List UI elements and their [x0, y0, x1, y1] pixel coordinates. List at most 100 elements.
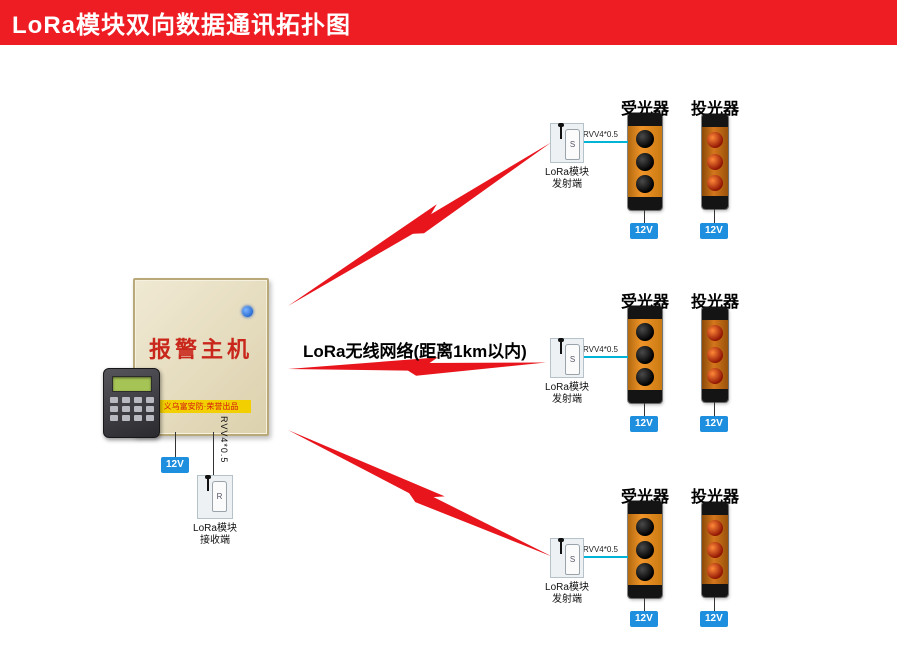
- device-cap: [702, 502, 728, 515]
- projector-device: [702, 307, 728, 402]
- power-badge-projector: 12V: [700, 611, 728, 627]
- bolt-shape: [400, 480, 553, 557]
- power-badge-receiver: 12V: [630, 611, 658, 627]
- lens-icon: [707, 174, 723, 191]
- lens-icon: [636, 562, 654, 581]
- host-power-wire: [175, 432, 176, 457]
- cable-label: RVV4*0.5: [583, 545, 618, 554]
- lens-icon: [707, 562, 723, 579]
- module-caption: LoRa模块 发射端: [537, 167, 597, 191]
- power-indicator-icon: [242, 306, 253, 317]
- module-photo: S: [550, 123, 584, 163]
- sensor-group-top: 受光器 投光器 12V 12V RVV4*0.5: [545, 95, 765, 255]
- network-label: LoRa无线网络(距离1km以内): [303, 342, 527, 361]
- module-caption-line1: LoRa模块: [545, 382, 589, 393]
- lens-icon: [707, 153, 723, 170]
- module-marking: S: [569, 355, 576, 364]
- module-marking: R: [216, 492, 223, 501]
- alarm-host: 报警主机 义乌富安防·荣誉出品: [133, 278, 269, 436]
- signal-cable: [584, 556, 628, 558]
- keypad-screen-icon: [111, 376, 152, 392]
- cable-label: RVV4*0.5: [583, 345, 618, 354]
- device-cap: [628, 585, 662, 598]
- power-badge-receiver: 12V: [630, 416, 658, 432]
- device-body: [628, 514, 662, 585]
- module-photo: R: [197, 475, 233, 519]
- host-module-wire: [213, 432, 214, 475]
- projector-device: [702, 114, 728, 209]
- lens-icon: [707, 346, 723, 363]
- power-wire: [644, 210, 645, 223]
- power-badge-receiver: 12V: [630, 223, 658, 239]
- lens-icon: [636, 323, 654, 342]
- lens-icon: [636, 367, 654, 386]
- device-cap: [628, 197, 662, 210]
- module-caption-line2: 发射端: [552, 394, 582, 405]
- lens-icon: [636, 345, 654, 364]
- lightning-bolt-bottom: [288, 430, 553, 557]
- module-marking: S: [569, 555, 576, 564]
- header-bar: LoRa模块双向数据通讯拓扑图: [0, 0, 897, 45]
- signal-cable: [584, 356, 628, 358]
- lens-icon: [636, 540, 654, 559]
- alarm-host-label: 报警主机: [148, 337, 253, 362]
- module-caption: LoRa模块 发射端: [537, 582, 597, 606]
- projector-label: 投光器: [690, 294, 739, 311]
- module-caption-line1: LoRa模块: [193, 523, 237, 534]
- receiver-device: [628, 306, 662, 403]
- keypad-buttons: [104, 397, 159, 421]
- module-caption: LoRa模块 发射端: [537, 382, 597, 406]
- lens-icon: [636, 174, 654, 193]
- projector-device: [702, 502, 728, 597]
- lora-transmitter-module: S LoRa模块 发射端: [545, 123, 589, 190]
- device-cap: [702, 114, 728, 127]
- lens-icon: [707, 541, 723, 558]
- module-caption-line2: 发射端: [552, 179, 582, 190]
- projector-label: 投光器: [690, 101, 739, 118]
- antenna-icon: [558, 538, 564, 554]
- lora-receiver-module: R LoRa模块 接收端: [193, 475, 237, 546]
- keypad: [103, 368, 160, 438]
- device-body: [702, 320, 728, 389]
- lens-icon: [707, 367, 723, 384]
- lightning-bolt-top: [288, 142, 552, 306]
- lens-icon: [707, 520, 723, 537]
- module-marking: S: [569, 140, 576, 149]
- antenna-icon: [558, 123, 564, 139]
- device-cap: [628, 306, 662, 319]
- power-badge-projector: 12V: [700, 223, 728, 239]
- lens-icon: [636, 130, 654, 149]
- power-badge-projector: 12V: [700, 416, 728, 432]
- lora-transmitter-module: S LoRa模块 发射端: [545, 338, 589, 405]
- lens-icon: [707, 325, 723, 342]
- power-wire: [714, 597, 715, 611]
- lens-icon: [636, 518, 654, 537]
- device-cap: [628, 113, 662, 126]
- device-cap: [628, 390, 662, 403]
- module-photo: S: [550, 538, 584, 578]
- device-cap: [702, 389, 728, 402]
- device-body: [702, 127, 728, 196]
- module-device: S: [565, 344, 580, 375]
- receiver-device: [628, 113, 662, 210]
- device-body: [628, 126, 662, 197]
- module-caption: LoRa模块 接收端: [185, 523, 245, 547]
- antenna-icon: [205, 475, 211, 491]
- module-caption-line1: LoRa模块: [545, 582, 589, 593]
- module-caption-line2: 接收端: [200, 535, 230, 546]
- bolt-shape: [288, 204, 437, 306]
- sensor-group-middle: 受光器 投光器 12V 12V RVV4*0.5: [545, 288, 765, 448]
- brand-strip: 义乌富安防·荣誉出品: [151, 400, 251, 413]
- module-device: S: [565, 129, 580, 160]
- power-wire: [644, 598, 645, 611]
- module-device: R: [212, 481, 227, 512]
- device-body: [628, 319, 662, 390]
- module-caption-line1: LoRa模块: [545, 167, 589, 178]
- lens-icon: [707, 132, 723, 149]
- page-title: LoRa模块双向数据通讯拓扑图: [12, 12, 351, 39]
- cable-label-vertical: RVV4*0.5: [219, 416, 229, 464]
- device-cap: [702, 196, 728, 209]
- signal-cable: [584, 141, 628, 143]
- power-wire: [714, 209, 715, 223]
